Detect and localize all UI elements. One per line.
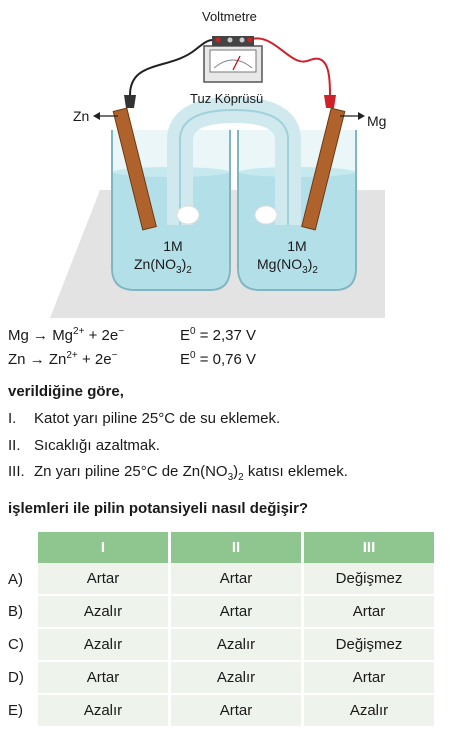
table-cell: Artar [168, 594, 303, 628]
salt-bridge [167, 96, 301, 225]
table-cell: Azalır [168, 660, 303, 694]
table-cell: Artar [38, 660, 170, 694]
table-cell: Artar [168, 693, 303, 726]
left-concentration: 1M [163, 238, 183, 254]
table-cell: Değişmez [301, 627, 434, 661]
left-clip [124, 95, 136, 108]
table-cell: Azalır [168, 627, 303, 661]
option-row-a[interactable]: A) Artar Artar Değişmez [8, 563, 434, 595]
mg-electrode-label: Mg [367, 113, 387, 129]
electrochemical-cell-figure [50, 36, 385, 318]
table-cell: Azalır [38, 594, 170, 628]
voltmeter-label: Voltmetre [202, 9, 257, 24]
right-solution [239, 172, 355, 289]
table-cell: Artar [168, 563, 303, 595]
left-solution-formula: Zn(NO3)2 [134, 256, 192, 276]
statement-2: II.Sıcaklığı azaltmak. [8, 437, 160, 454]
option-row-e[interactable]: E) Azalır Artar Azalır [8, 693, 434, 726]
given-text: verildiğine göre, [8, 383, 124, 400]
table-cell: Azalır [38, 627, 170, 661]
table-cell: Artar [301, 660, 434, 694]
option-row-d[interactable]: D) Artar Azalır Artar [8, 660, 434, 694]
right-clip [324, 95, 336, 108]
option-label[interactable]: D) [8, 669, 24, 686]
option-label[interactable]: E) [8, 701, 23, 719]
e0-zn: E0 = 0,76 V [180, 350, 257, 369]
right-solution-formula: Mg(NO3)2 [257, 256, 318, 276]
header-II: II [168, 532, 303, 563]
zn-electrode-label: Zn [73, 108, 90, 124]
reaction-mg: Mg → Mg2+ + 2e− [8, 326, 125, 345]
table-cell: Değişmez [301, 563, 434, 595]
salt-bridge-label: Tuz Köprüsü [190, 91, 264, 106]
voltmeter [203, 36, 263, 83]
table-cell: Azalır [301, 693, 434, 726]
e0-mg: E0 = 2,37 V [180, 326, 257, 345]
table-cell: Artar [301, 594, 434, 628]
option-label[interactable]: B) [8, 603, 23, 620]
magnesium-electrode [301, 107, 346, 231]
zinc-electrode [112, 107, 157, 231]
option-label[interactable]: C) [8, 636, 24, 653]
red-wire [247, 37, 331, 96]
header-I: I [38, 532, 170, 563]
table-header-row: I II III [8, 532, 434, 563]
option-row-b[interactable]: B) Azalır Artar Artar [8, 594, 434, 628]
statement-1: I.Katot yarı piline 25°C de su eklemek. [8, 410, 281, 427]
table-cell: Artar [38, 563, 170, 595]
reaction-zn: Zn → Zn2+ + 2e− [8, 350, 118, 369]
option-label[interactable]: A) [8, 570, 23, 588]
option-row-c[interactable]: C) Azalır Azalır Değişmez [8, 627, 434, 661]
answer-table: I II III A) Artar Artar Değişmez B) Azal… [8, 532, 434, 726]
question-text: işlemleri ile pilin potansiyeli nasıl de… [8, 500, 309, 517]
statement-3: III.Zn yarı piline 25°C de Zn(NO3)2 katı… [8, 463, 348, 483]
header-III: III [301, 532, 434, 563]
black-wire [129, 39, 214, 96]
table-cell: Azalır [38, 693, 170, 726]
right-concentration: 1M [287, 238, 307, 254]
